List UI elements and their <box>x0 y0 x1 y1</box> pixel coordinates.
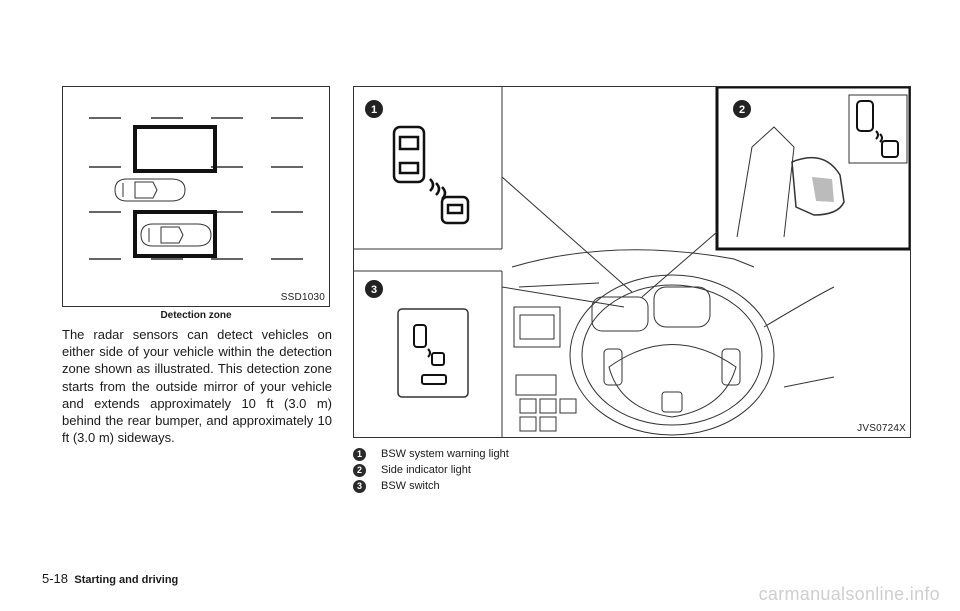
callout-3-label: 3 <box>371 284 377 296</box>
center-console <box>513 286 835 432</box>
bsw-switch <box>397 308 469 398</box>
figure-code: SSD1030 <box>280 292 325 303</box>
steering-wheel <box>511 249 775 436</box>
own-car <box>140 223 212 247</box>
page-footer: 5-18 Starting and driving <box>42 571 178 586</box>
callout-2-badge <box>733 100 751 118</box>
adjacent-car <box>114 178 186 202</box>
zone-box-lower <box>133 210 217 258</box>
bsw-location-figure: 1 2 <box>353 86 911 438</box>
side-indicator-icon <box>856 100 899 158</box>
legend-text: BSW switch <box>381 480 440 492</box>
inset-warning-light: 1 <box>354 87 503 250</box>
legend-number: 2 <box>353 463 366 477</box>
callout-3-badge <box>365 280 383 298</box>
legend-number: 1 <box>353 447 366 461</box>
figure-caption: Detection zone <box>160 310 232 321</box>
legend-text: BSW system warning light <box>381 448 509 460</box>
page-number: 5-18 <box>42 571 69 586</box>
inset-bsw-switch: 3 <box>354 270 503 437</box>
callout-2-label: 2 <box>739 104 745 116</box>
legend-text: Side indicator light <box>381 464 471 476</box>
zone-box-upper <box>133 125 217 173</box>
body-paragraph: The radar sensors can detect vehicles on… <box>62 327 332 446</box>
bsw-warning-icon <box>392 125 470 225</box>
inset-side-indicator: 2 <box>715 87 910 251</box>
lane-markings <box>89 117 303 260</box>
callout-1-label: 1 <box>371 104 377 116</box>
legend-item: 2 Side indicator light <box>353 462 509 478</box>
section-title: Starting and driving <box>74 574 179 586</box>
figure-code: JVS0724X <box>857 423 906 434</box>
dashboard-illustration: 1 2 <box>354 87 910 437</box>
legend-item: 1 BSW system warning light <box>353 446 509 462</box>
legend-number: 3 <box>353 479 366 493</box>
legend-item: 3 BSW switch <box>353 478 509 494</box>
detection-zone-illustration <box>89 117 303 260</box>
side-mirror <box>791 156 845 216</box>
figure-legend: 1 BSW system warning light 2 Side indica… <box>353 446 509 494</box>
callout-1-badge <box>365 100 383 118</box>
watermark[interactable]: carmanualsonline.info <box>758 584 940 604</box>
detection-zone-figure: SSD1030 <box>62 86 330 307</box>
